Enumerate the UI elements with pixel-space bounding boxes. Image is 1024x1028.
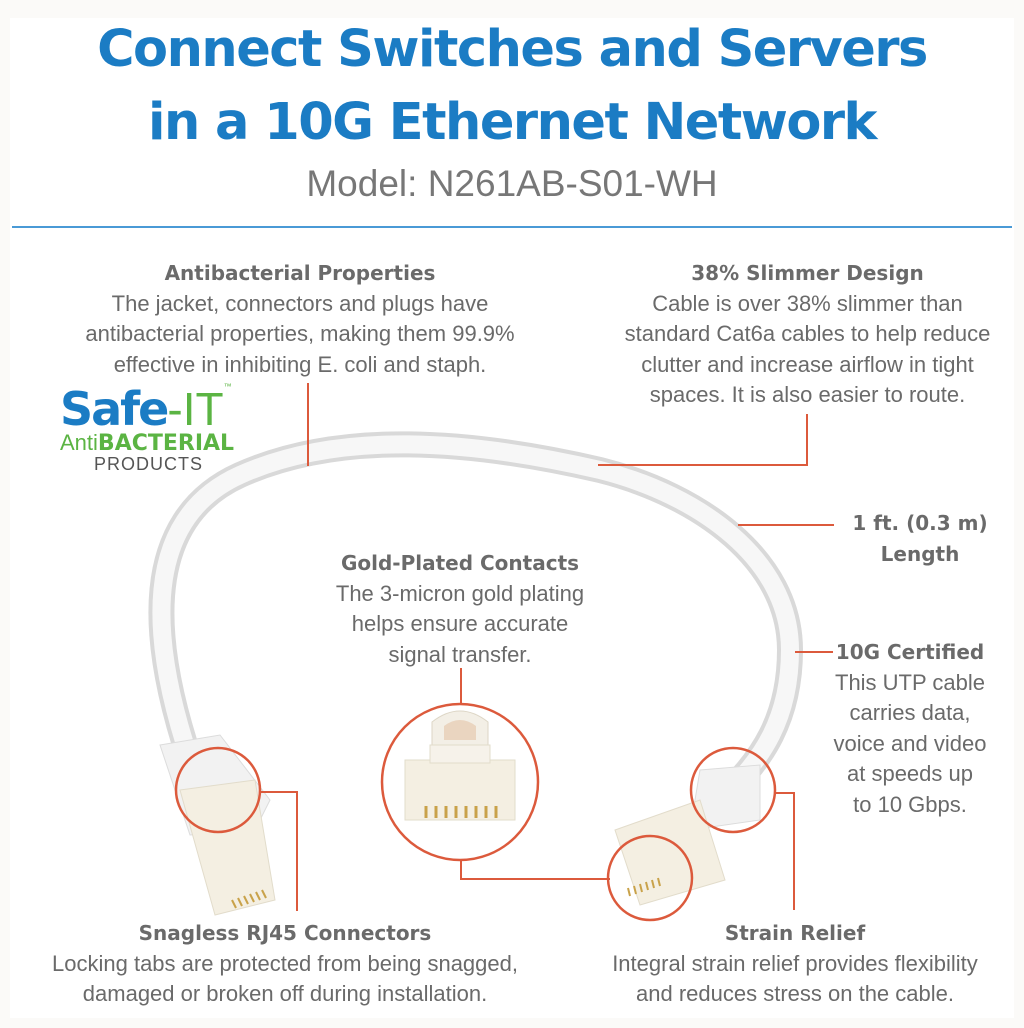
feature-snagless-connectors: Snagless RJ45 Connectors Locking tabs ar… [20,918,550,1010]
feature-text-line: at speeds up [847,761,973,786]
logo-trademark: ™ [223,382,232,391]
callout-line-slimmer-h [598,464,808,466]
feature-text-line: standard Cat6a cables to help reduce [624,321,991,346]
callout-line-slimmer-v [806,414,808,466]
feature-heading: 10G Certified [835,640,985,664]
header-divider [12,226,1012,228]
feature-antibacterial: Antibacterial Properties The jacket, con… [20,258,580,380]
feature-length: 1 ft. (0.3 m) Length [820,508,1020,569]
feature-text-line: The jacket, connectors and plugs have [111,290,489,316]
logo-products: PRODUCTS [94,454,204,474]
feature-text-line: and reduces stress on the cable. [636,981,954,1006]
feature-text-line: The 3-micron gold plating [335,580,585,606]
callout-line-certified [795,651,833,653]
snagless-callout-circle [174,746,262,834]
callout-line-length [738,524,834,526]
logo-safe: Safe [60,382,169,436]
left-rj45-connector [159,734,276,916]
feature-heading: Strain Relief [724,921,866,945]
feature-strain-relief: Strain Relief Integral strain relief pro… [580,918,1010,1010]
feature-heading: Antibacterial Properties [164,261,436,285]
right-rj45-connector [614,764,761,906]
page-title-line1: Connect Switches and Servers [97,20,928,79]
callout-line-gold-h [460,878,610,880]
feature-heading: 38% Slimmer Design [691,261,924,285]
feature-text-line: carries data, [849,700,971,725]
callout-line-snagless-v [296,791,298,911]
logo-anti: Anti [60,430,98,455]
callout-line-strain-v [793,792,795,910]
strain-relief-callout-circle [689,746,777,834]
gold-contacts-closeup [380,702,540,862]
feature-text-line: signal transfer. [388,641,532,667]
feature-text-line: helps ensure accurate [351,611,569,636]
callout-line-snagless-h [260,791,298,793]
callout-line-gold [460,668,462,704]
logo-it: -IT [167,383,224,435]
feature-text-line: effective in inhibiting E. coli and stap… [113,351,487,377]
feature-slimmer-design: 38% Slimmer Design Cable is over 38% sli… [605,258,1010,411]
callout-line-strain-h [775,792,795,794]
feature-text-line: Cable is over 38% slimmer than [652,290,963,316]
feature-text-line: to 10 Gbps. [853,791,967,817]
feature-text-line: Integral strain relief provides flexibil… [612,950,978,976]
feature-gold-contacts: Gold-Plated Contacts The 3-micron gold p… [300,548,620,670]
feature-text-line: spaces. It is also easier to route. [649,382,966,407]
page-title-line2: in a 10G Ethernet Network [148,93,877,152]
feature-heading: Snagless RJ45 Connectors [138,921,432,945]
model-number: Model: N261AB-S01-WH [306,163,718,204]
feature-text-line: Locking tabs are protected from being sn… [52,950,518,976]
feature-text-line: voice and video [833,730,987,756]
callout-line-gold-bottom [460,860,462,880]
feature-text-line: damaged or broken off during installatio… [82,981,488,1006]
feature-heading: Gold-Plated Contacts [340,551,580,575]
cable-jacket-highlight [152,435,800,799]
feature-heading-line2: Length [880,541,960,566]
feature-10g-certified: 10G Certified This UTP cable carries dat… [810,637,1010,820]
safe-it-logo: Safe-IT™ AntiBACTERIAL PRODUCTS [60,382,260,475]
logo-bacterial: BACTERIAL [97,431,235,456]
feature-text-line: This UTP cable [835,669,985,695]
feature-text-line: clutter and increase airflow in tight [641,351,974,377]
callout-line-antibacterial [307,383,309,466]
feature-heading: 1 ft. (0.3 m) [852,511,988,535]
feature-text-line: antibacterial properties, making them 99… [85,321,515,346]
